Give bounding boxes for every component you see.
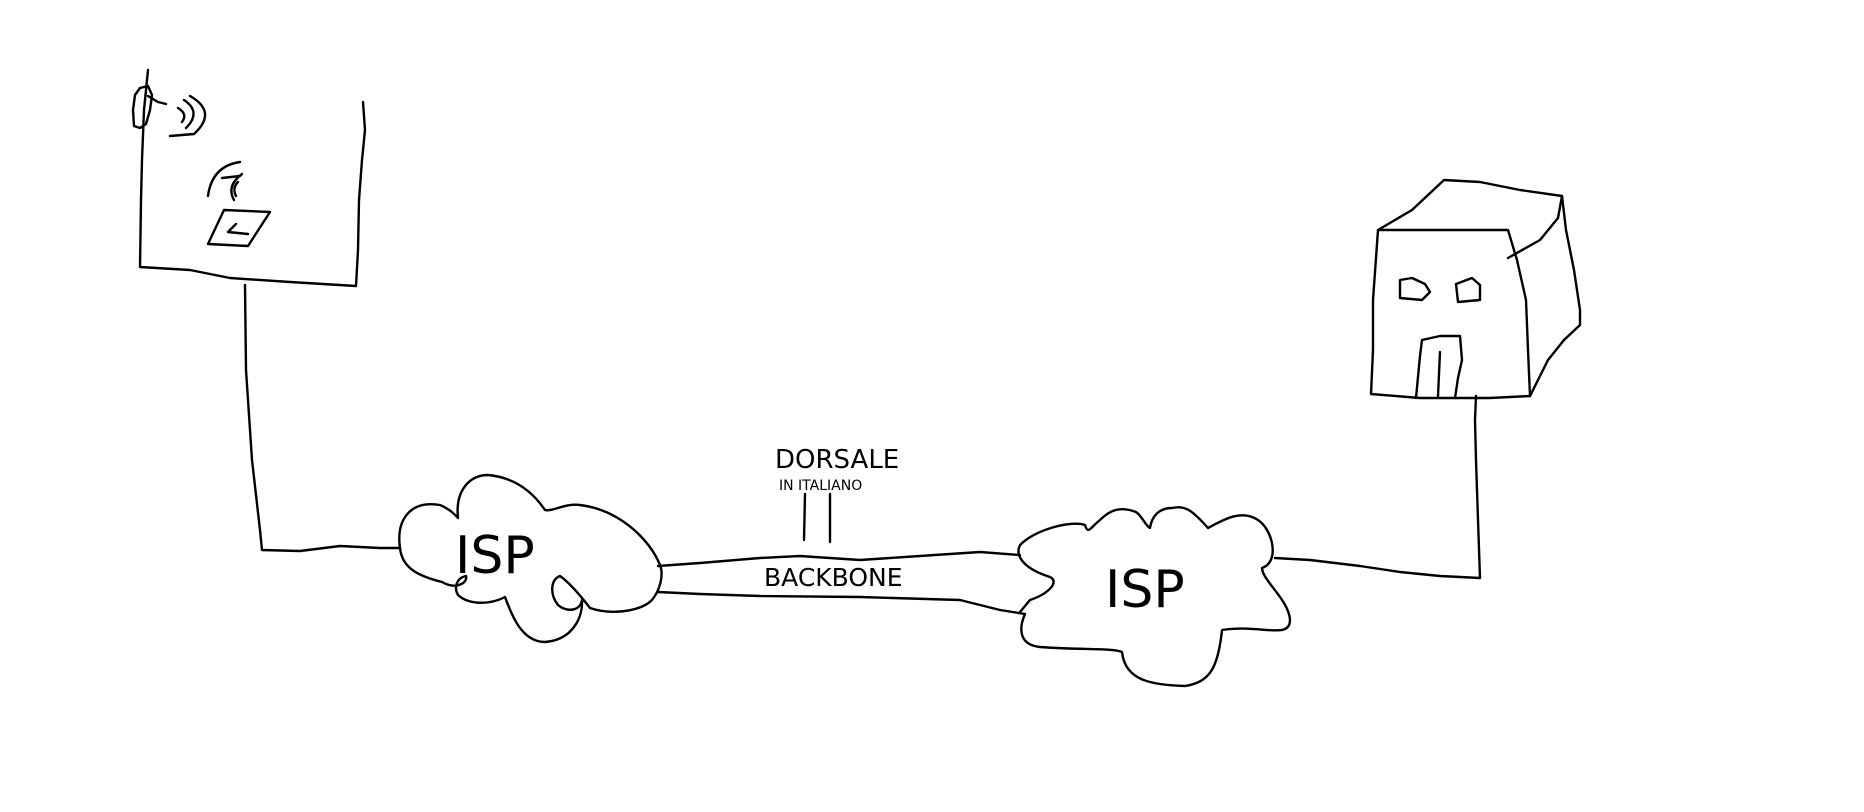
isp-cloud-right: ISP [1017, 506, 1292, 688]
server-window-left [1398, 276, 1432, 302]
in-italiano-label: IN ITALIANO [779, 478, 862, 494]
server-front [1369, 228, 1532, 400]
backbone-label: BACKBONE [764, 563, 903, 592]
isp-right-label: ISP [1105, 560, 1185, 620]
home-outline [138, 68, 367, 288]
backbone-lower-line [656, 590, 1027, 616]
isp-left-label: ISP [455, 526, 535, 586]
server-top [1376, 178, 1564, 260]
server-window-right [1454, 276, 1482, 304]
dorsale-equivalence-marks [802, 492, 832, 544]
cloud-icon [398, 473, 663, 644]
server-side [1528, 194, 1582, 398]
dorsale-annotation: DORSALE IN ITALIANO [775, 445, 899, 544]
cloud-icon [1017, 506, 1292, 688]
device-wifi-waves [206, 160, 244, 202]
backbone-link: BACKBONE [656, 550, 1027, 616]
device-icon [206, 208, 272, 248]
isp-cloud-left: ISP [398, 473, 663, 644]
isp-to-server-link [1273, 394, 1482, 580]
home-to-isp-link [243, 283, 402, 553]
server-icon [1369, 178, 1582, 400]
router-icon [131, 84, 168, 130]
dorsale-label: DORSALE [775, 445, 899, 475]
home-icon [131, 68, 367, 288]
backbone-upper-line [656, 550, 1022, 568]
server-door [1414, 334, 1464, 400]
router-wifi-waves [168, 94, 207, 138]
